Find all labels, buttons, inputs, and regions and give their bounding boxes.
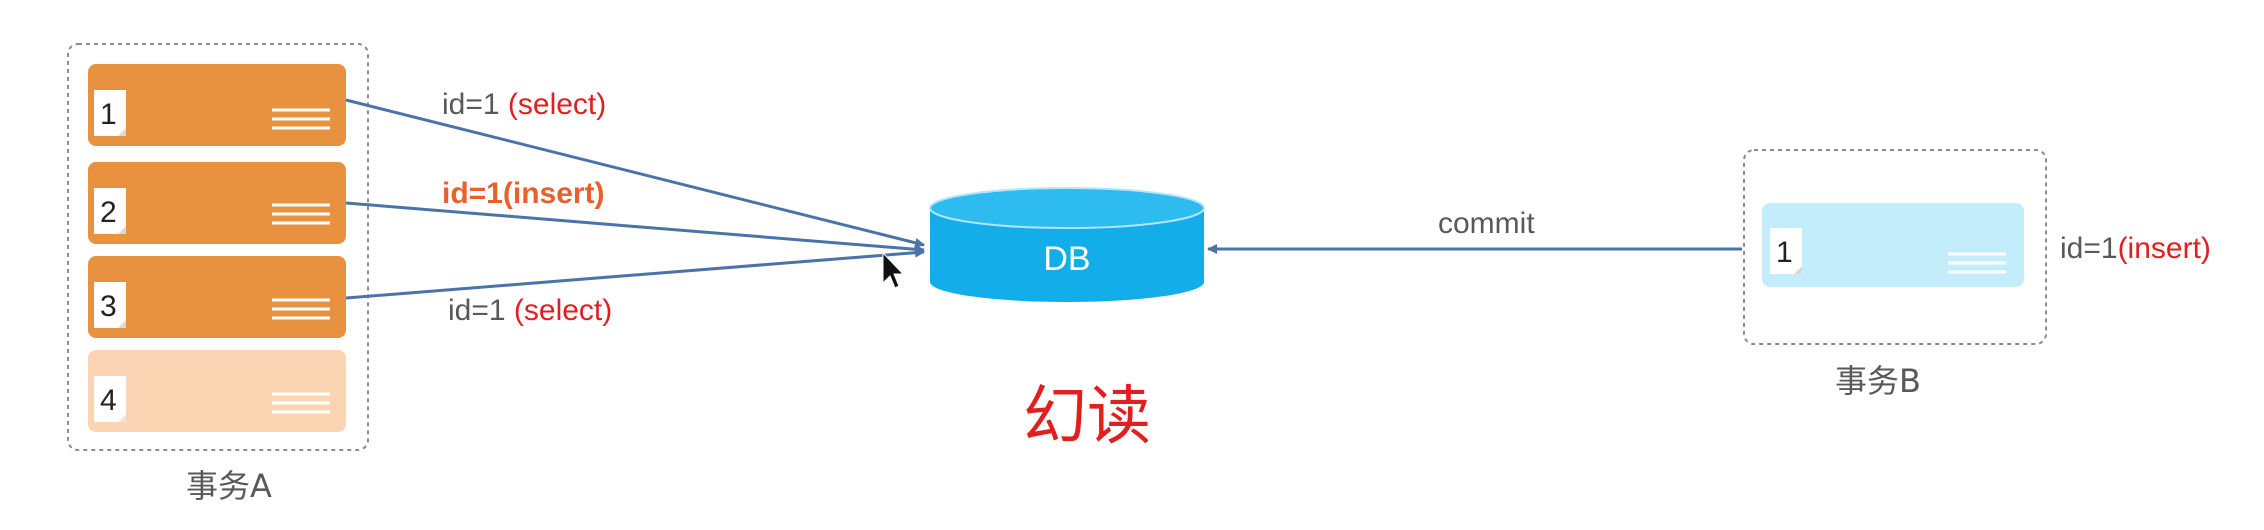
row-number: 4: [100, 384, 117, 417]
row-number: 2: [100, 196, 117, 229]
commit-label: commit: [1438, 207, 1535, 240]
db-label: DB: [1043, 240, 1090, 278]
row-card: [88, 162, 346, 244]
arrow-row3-to-db: [345, 247, 925, 300]
operation-action: (insert): [2118, 232, 2211, 265]
operation-label-2: id=1(insert): [442, 177, 605, 210]
lines-icon: [272, 298, 330, 320]
document-icon: [94, 90, 126, 136]
lines-icon: [272, 108, 330, 130]
row-card: [88, 64, 346, 146]
row-number: 1: [100, 98, 117, 131]
transaction-a-row-4-phantom: 4: [88, 350, 346, 432]
operation-label-3: id=1 (select): [448, 294, 612, 327]
arrow-row2-to-db: [345, 201, 925, 255]
lines-icon: [272, 203, 330, 225]
operation-id: id=1: [442, 88, 508, 121]
transaction-b-container: [1743, 149, 2047, 345]
transaction-a-row-2: 2: [88, 162, 346, 244]
cursor-icon: [882, 251, 905, 289]
operation-id: id=1: [2060, 232, 2118, 265]
transaction-a-row-3: 3: [88, 256, 346, 338]
row-number: 1: [1776, 236, 1793, 269]
row-card: [88, 350, 346, 432]
document-icon: [94, 282, 126, 328]
transaction-b-operation-label: id=1(insert): [2060, 232, 2211, 265]
operation-action: (insert): [503, 177, 605, 210]
operation-action: (select): [508, 88, 606, 121]
database-icon: [929, 187, 1205, 302]
transaction-a-row-1: 1: [88, 64, 346, 146]
document-icon: [1770, 228, 1802, 274]
lines-icon: [272, 392, 330, 414]
transaction-a-label: 事务A: [186, 467, 272, 505]
operation-id: id=1: [442, 177, 503, 210]
diagram-title: 幻读: [1023, 380, 1151, 454]
operation-id: id=1: [448, 294, 514, 327]
document-icon: [94, 376, 126, 422]
operation-action: (select): [514, 294, 612, 327]
lines-icon: [1948, 252, 2006, 274]
document-icon: [94, 188, 126, 234]
transaction-a-container: [67, 43, 369, 451]
row-card: [88, 256, 346, 338]
arrow-row1-to-db: [345, 98, 925, 248]
transaction-b-label: 事务B: [1835, 362, 1921, 400]
operation-label-1: id=1 (select): [442, 88, 606, 121]
row-card: [1762, 203, 2024, 287]
transaction-b-row-1: 1: [1762, 203, 2024, 287]
row-number: 3: [100, 290, 117, 323]
